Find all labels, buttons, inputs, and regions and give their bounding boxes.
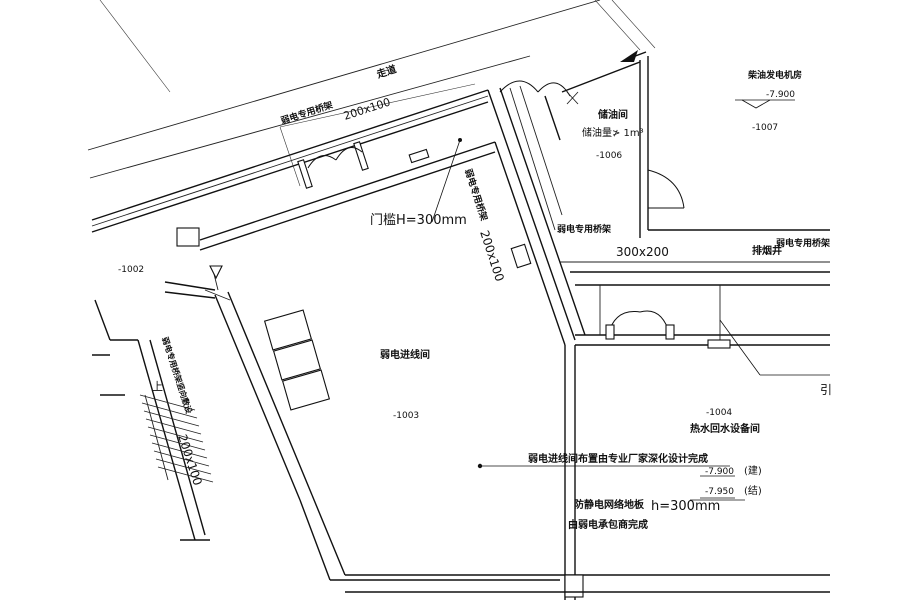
tray-b-size: 200x100 — [477, 229, 507, 284]
room-1003: -1003 — [393, 411, 419, 421]
layout-note: 弱电进线间布置由专业厂家深化设计完成 — [528, 452, 708, 465]
oil-capacity: 储油量≯ 1m³ — [582, 126, 644, 139]
tray-a-size: 200x100 — [342, 95, 392, 122]
level-struct-tag: (结) — [744, 484, 762, 497]
weak-room-walls — [214, 291, 830, 600]
oil-store-label: 储油间 — [597, 108, 628, 121]
left-walls — [92, 227, 231, 541]
room-1006: -1006 — [596, 151, 622, 161]
shaft-walls — [487, 80, 586, 346]
antistatic-height: h=300mm — [651, 499, 720, 514]
tray-a-label: 弱电专用桥架 — [279, 99, 334, 127]
threshold-label: 门槛H=300mm — [370, 213, 467, 228]
tray-c-label: 弱电专用桥架 — [557, 223, 611, 235]
diesel-level: -7.900 — [766, 90, 795, 100]
stair — [139, 394, 214, 483]
weak-room-label: 弱电进线间 — [380, 348, 430, 361]
water-room-label: 热水回水设备间 — [690, 422, 760, 435]
contractor-label: 由弱电承包商完成 — [568, 518, 648, 531]
level-struct: -7.950 — [705, 487, 734, 497]
lead-tag: 引 — [820, 383, 832, 397]
antistatic-floor-label: 防静电网络地板 — [574, 498, 645, 511]
corridor-walls — [91, 83, 496, 251]
outer-diagonal-lines — [87, 0, 656, 179]
room-1007: -1007 — [752, 123, 778, 133]
tray-c-size: 300x200 — [616, 245, 669, 259]
tray-d-label: 弱电专用桥架 — [776, 237, 830, 249]
leader-lines — [431, 99, 795, 501]
corridor-doors — [297, 141, 430, 189]
stair-up-label: 上 — [152, 380, 163, 393]
oil-store-walls — [544, 50, 685, 238]
tray-e-label: 弱电专用桥架竖向敷设 — [160, 336, 194, 415]
diesel-room-label: 柴油发电机房 — [747, 69, 802, 81]
exhaust-shaft-label: 排烟井 — [752, 244, 782, 257]
lower-corridor-walls — [560, 229, 830, 376]
tray-e-size: 200x100 — [175, 433, 205, 488]
room-1002: -1002 — [118, 265, 144, 275]
level-arch-tag: (建) — [744, 464, 762, 477]
level-arch: -7.900 — [705, 467, 734, 477]
equipment-cabinets — [263, 309, 331, 411]
room-1004: -1004 — [706, 408, 732, 418]
